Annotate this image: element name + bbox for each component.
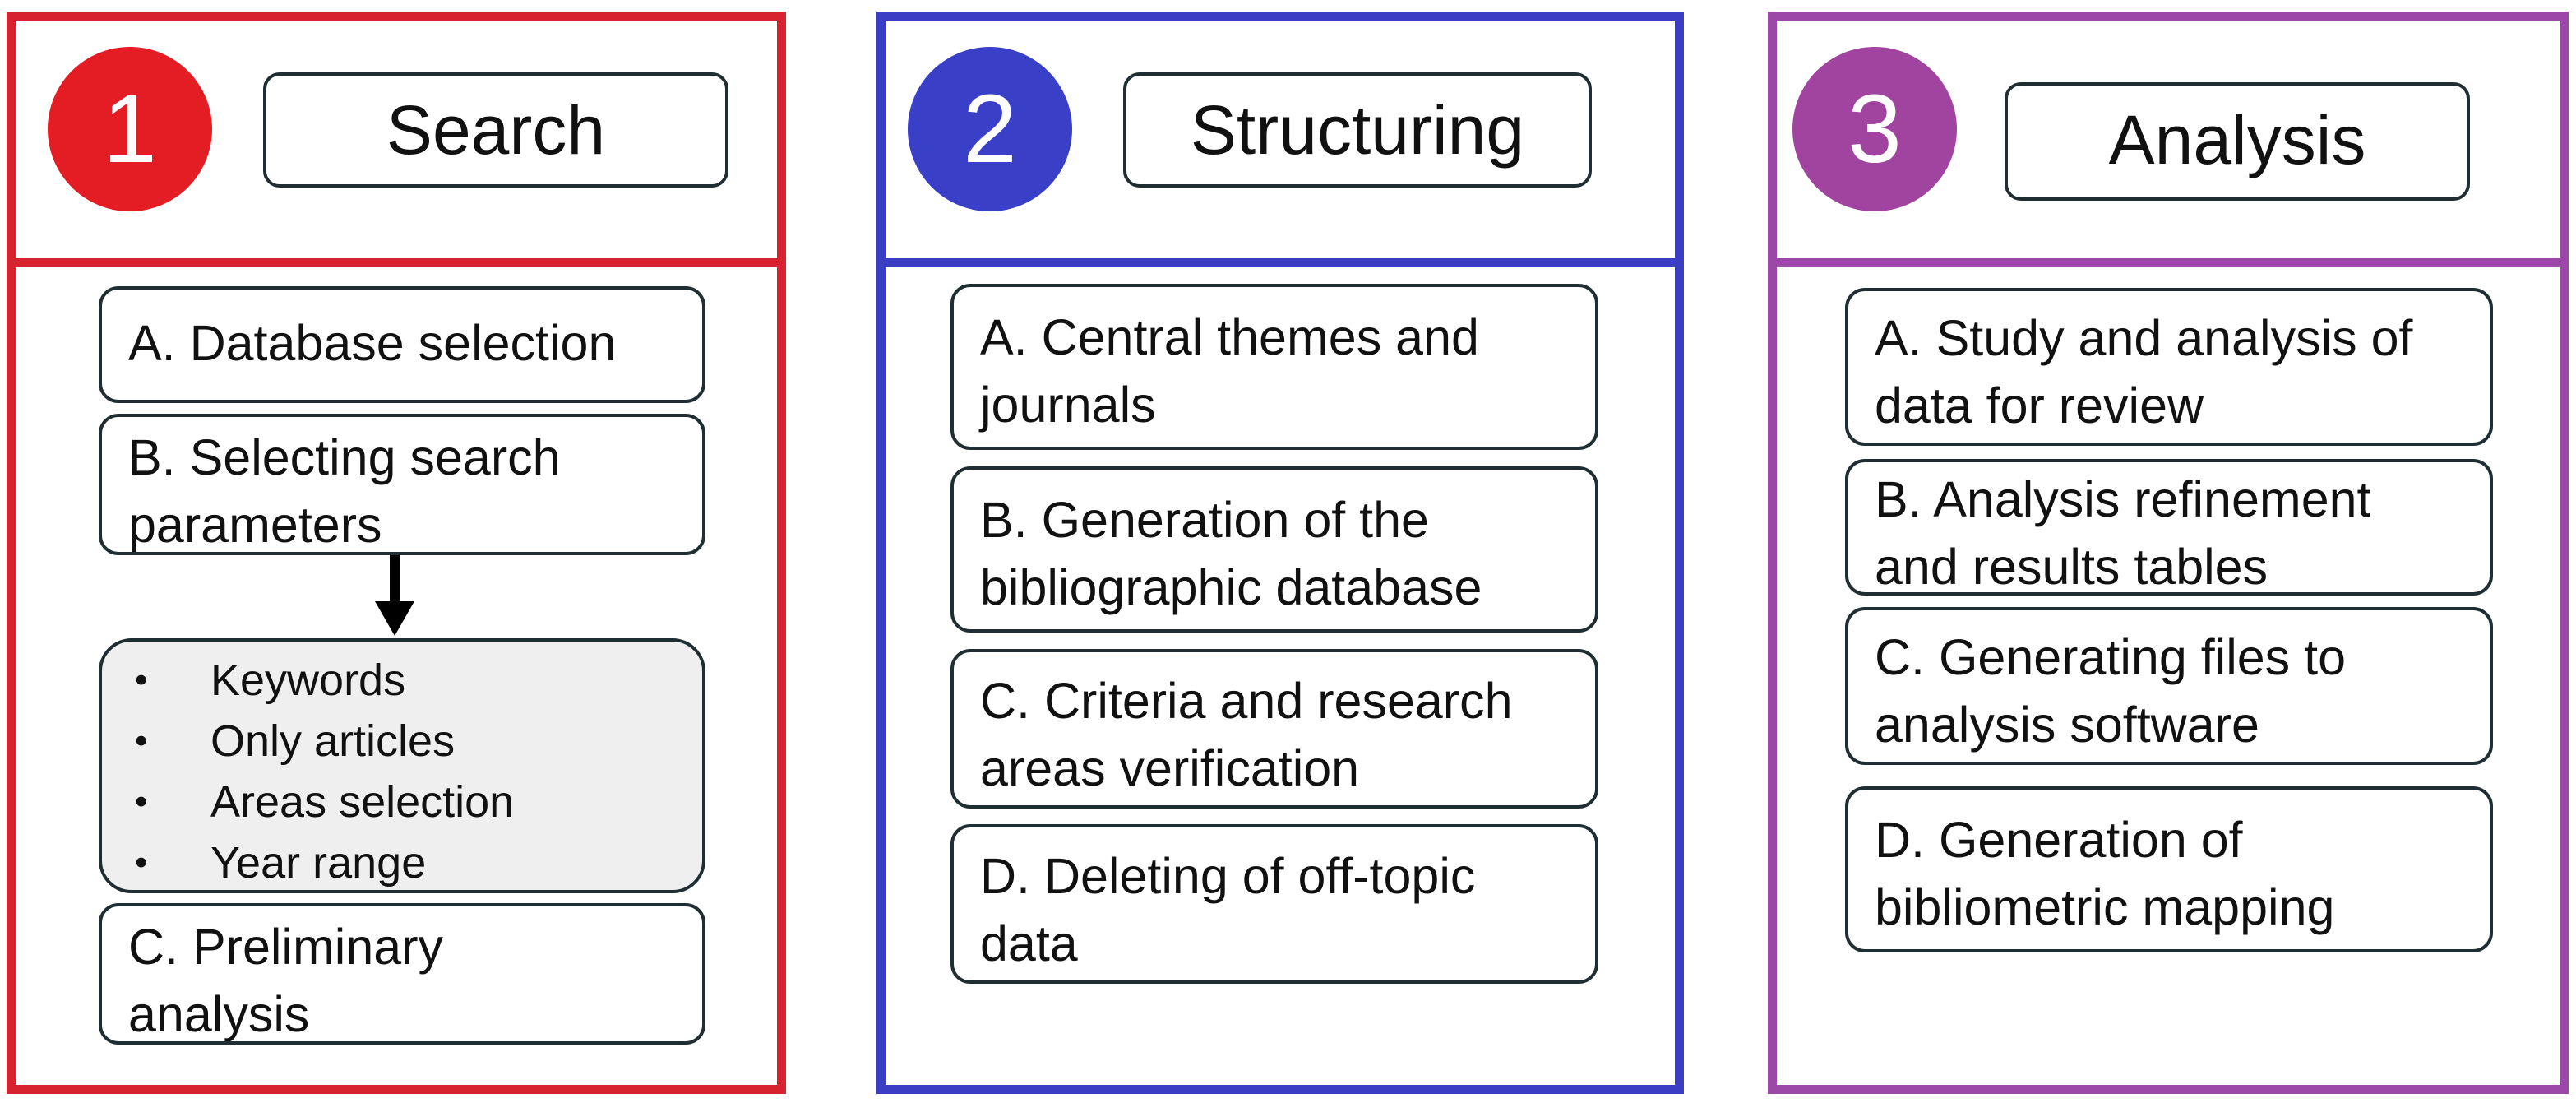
step-line: analysis software <box>1875 697 2259 753</box>
step-3d-bibliometric-mapping: D. Generation of bibliometric mapping <box>1845 786 2493 952</box>
bullet-icon: • <box>135 842 148 883</box>
step-line: A. Central themes and <box>980 309 1479 365</box>
step-line: B. Selecting search <box>128 429 561 485</box>
phase-3-number-badge: 3 <box>1792 47 1957 211</box>
phase-1-title: Search <box>263 72 728 188</box>
step-1b-search-parameters: B. Selecting search parameters <box>99 414 705 555</box>
step-3b-analysis-refinement: B. Analysis refinement and results table… <box>1845 459 2493 596</box>
step-line: C. Generating files to <box>1875 629 2347 685</box>
step-2b-bibliographic-database: B. Generation of the bibliographic datab… <box>950 466 1598 633</box>
phase-1-number-badge: 1 <box>48 47 212 211</box>
step-line: D. Deleting of off-topic <box>980 848 1476 904</box>
step-line: and results tables <box>1875 539 2268 595</box>
step-1c-preliminary-analysis: C. Preliminary analysis <box>99 903 705 1045</box>
step-1a-database-selection: A. Database selection <box>99 286 705 403</box>
bullet-icon: • <box>135 660 148 700</box>
step-2d-delete-off-topic: D. Deleting of off-topic data <box>950 824 1598 984</box>
phase-3-divider <box>1777 258 2560 267</box>
search-parameters-list: • Keywords • Only articles • Areas selec… <box>99 638 705 893</box>
phase-1-divider <box>16 258 777 267</box>
bullet-icon: • <box>135 781 148 822</box>
step-line: A. Study and analysis of <box>1875 310 2413 366</box>
step-2c-criteria-verification: C. Criteria and research areas verificat… <box>950 649 1598 809</box>
step-3c-generating-files: C. Generating files to analysis software <box>1845 607 2493 765</box>
step-line: data for review <box>1875 378 2204 433</box>
step-line: A. Database selection <box>128 315 617 371</box>
phase-2-divider <box>886 258 1675 267</box>
step-line: parameters <box>128 497 382 553</box>
step-3a-study-analysis: A. Study and analysis of data for review <box>1845 288 2493 446</box>
step-line: B. Analysis refinement <box>1875 471 2371 527</box>
phase-2-number-badge: 2 <box>908 47 1072 211</box>
step-line: data <box>980 915 1078 971</box>
down-arrow-icon <box>375 555 414 636</box>
step-line: B. Generation of the <box>980 492 1429 548</box>
step-line: bibliographic database <box>980 559 1482 615</box>
step-line: C. Preliminary <box>128 919 444 975</box>
step-line: C. Criteria and research <box>980 673 1513 729</box>
step-line: D. Generation of <box>1875 812 2243 868</box>
step-line: analysis <box>128 986 310 1042</box>
step-line: bibliometric mapping <box>1875 879 2335 935</box>
bullet-icon: • <box>135 721 148 761</box>
step-line: areas verification <box>980 740 1360 796</box>
step-line: journals <box>980 377 1156 433</box>
phase-3-title: Analysis <box>2005 82 2470 201</box>
step-2a-central-themes: A. Central themes and journals <box>950 284 1598 450</box>
phase-2-title: Structuring <box>1123 72 1592 188</box>
